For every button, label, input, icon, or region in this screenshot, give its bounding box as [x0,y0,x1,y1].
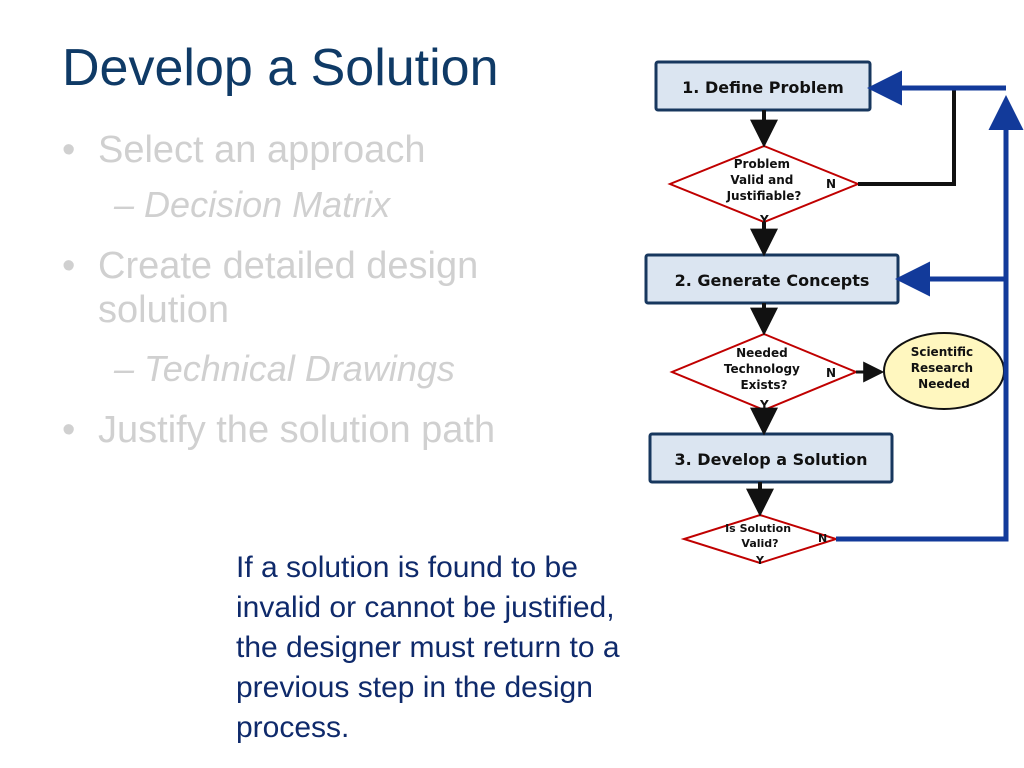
sub-text: Technical Drawings [144,348,455,389]
svg-text:Problem Valid and: Problem Valid and Justifiable? [726,157,802,203]
svg-text:Scientific Research: Scientific Research Needed [911,345,978,391]
svg-text:1. Define Problem: 1. Define Problem [682,78,844,97]
decision-solution-valid: Is Solution Valid? N Y [680,513,840,567]
step-number: 1. [682,78,699,97]
sub-text: Decision Matrix [144,184,391,225]
bullet-text: Justify the solution path [98,409,496,451]
decision-line: Technology [724,362,800,376]
design-process-flowchart: 1. Define Problem 2. Generate Concepts 3… [644,60,1024,567]
decision-yes-label: Y [755,554,765,567]
decision-line: Is Solution [725,522,791,535]
oval-line: Scientific [911,345,973,359]
feedback-line-solution-invalid [836,95,1024,542]
decision-technology-exists: Needed Technology Exists? N Y [669,332,859,412]
decision-no-label: N [826,177,836,191]
oval-line: Needed [918,377,970,391]
decision-line: Problem [734,157,790,171]
bullet-dot: • [62,245,76,287]
decision-no-label: N [826,366,836,380]
step-box-develop-solution: 3. Develop a Solution [648,432,894,484]
bullet-dot: • [62,409,76,451]
decision-no-label: N [818,532,827,545]
sub-bullet: – Decision Matrix [114,184,390,226]
step-label: Define Problem [705,78,844,97]
decision-line: Justifiable? [726,189,802,203]
step-label: Develop a Solution [697,450,867,469]
sub-dash: – [114,184,135,225]
decision-line: Valid? [741,537,778,550]
oval-line: Research [911,361,973,375]
decision-yes-label: Y [759,213,769,227]
step-box-define-problem: 1. Define Problem [654,60,872,112]
sub-bullet: – Technical Drawings [114,348,455,390]
loop-decision1-no [858,90,956,186]
decision-line: Valid and [730,173,793,187]
svg-text:3. Develop a Solution: 3. Develop a Solution [675,450,868,469]
svg-text:Needed Technology: Needed Technology Exists? [724,346,804,392]
bullet-dot: • [62,129,76,171]
decision-line: Needed [736,346,788,360]
decision-problem-valid: Problem Valid and Justifiable? N Y [667,144,861,227]
bullet-text: Select an approach [98,129,426,171]
bullet-text: Create detailed design solution [98,245,479,331]
step-label: Generate Concepts [697,271,869,290]
oval-scientific-research-needed: Scientific Research Needed [883,332,1005,410]
step-number: 3. [675,450,692,469]
decision-line: Exists? [740,378,787,392]
svg-text:Is Solution Valid?: Is Solution Valid? [725,522,795,550]
sub-dash: – [114,348,135,389]
step-box-generate-concepts: 2. Generate Concepts [644,253,900,305]
note-text: If a solution is found to be invalid or … [236,551,620,744]
step-number: 2. [675,271,692,290]
page-title: Develop a Solution [62,39,499,97]
decision-yes-label: Y [759,398,769,412]
svg-text:2. Generate Concepts: 2. Generate Concepts [675,271,870,290]
